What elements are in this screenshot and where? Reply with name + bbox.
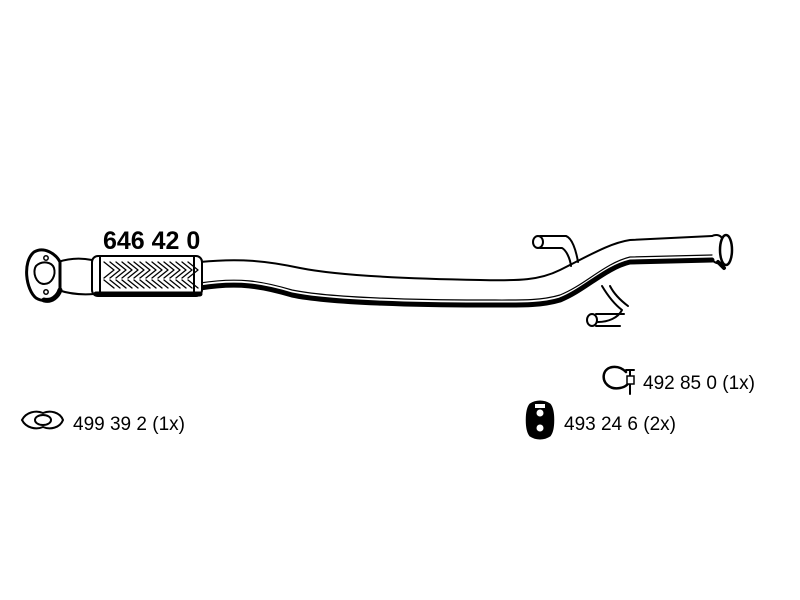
rubber-hanger-icon <box>525 400 555 440</box>
flange-gasket-icon <box>20 410 65 430</box>
legend-item-gasket: 499 39 2 (1x) <box>20 410 185 435</box>
legend-label-gasket: 499 39 2 (1x) <box>73 414 185 435</box>
flange-bolt-hole-bottom <box>43 289 49 295</box>
lower-bracket-pin <box>586 313 598 327</box>
flex-braid-lower <box>103 279 199 289</box>
upper-bracket-pin <box>532 235 544 249</box>
flex-braid <box>103 261 199 279</box>
legend-item-hanger: 493 24 6 (2x) <box>525 400 676 440</box>
pipe-clamp-icon <box>602 365 635 395</box>
lower-bracket-arm <box>595 313 625 327</box>
flange-opening <box>33 261 56 285</box>
lower-bracket-rod <box>597 285 629 323</box>
pipe-bottom-outline <box>197 257 715 308</box>
hanger-brackets <box>532 235 629 327</box>
inlet-neck <box>57 257 95 296</box>
upper-bracket-rod <box>539 235 579 267</box>
pipe-bottom-inner <box>199 254 713 301</box>
flex-section <box>91 255 203 297</box>
flange-shadow <box>41 287 63 303</box>
legend-label-clamp: 492 85 0 (1x) <box>643 373 755 394</box>
outlet-end <box>718 233 734 267</box>
flange-bolt-hole-top <box>43 255 49 261</box>
outlet-end-shadow <box>716 260 726 270</box>
legend-item-clamp: 492 85 0 (1x) <box>602 365 755 395</box>
legend-label-hanger: 493 24 6 (2x) <box>564 414 676 435</box>
inlet-flange <box>25 248 95 303</box>
main-part-number: 646 42 0 <box>103 227 200 255</box>
exhaust-pipe <box>197 233 734 308</box>
pipe-top-outline <box>199 235 713 282</box>
